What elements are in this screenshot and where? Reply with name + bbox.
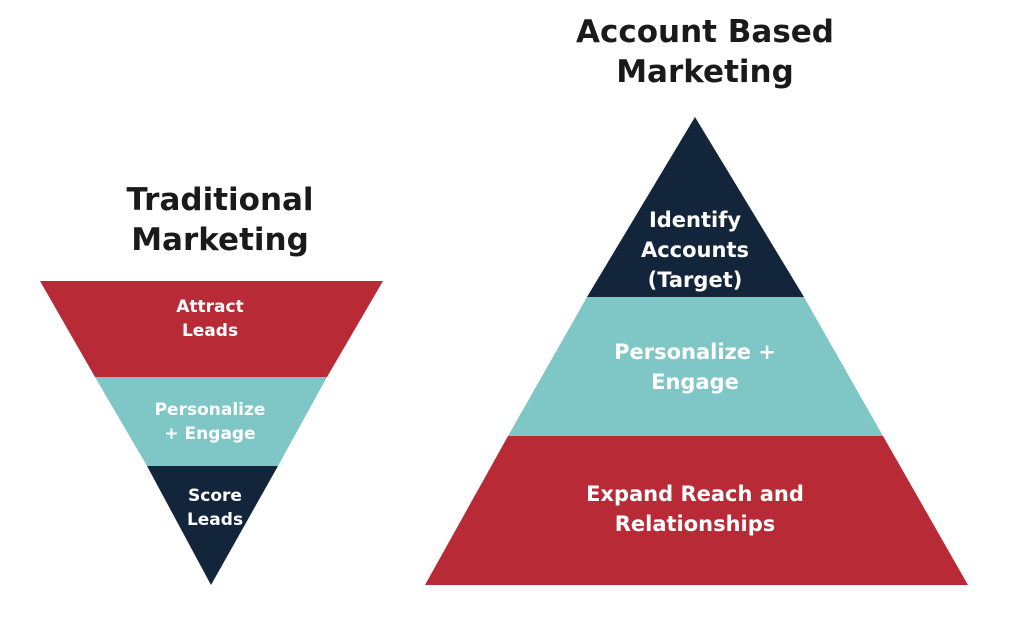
- label-line: Engage: [651, 370, 739, 394]
- funnel-label-personalize-engage: Personalize + Engage: [130, 398, 290, 446]
- funnel-label-score-leads: Score Leads: [160, 484, 270, 532]
- pyramid-segment-expand-reach: [425, 436, 968, 585]
- label-line: Personalize: [154, 400, 266, 420]
- label-line: Attract: [176, 297, 244, 317]
- pyramid-label-identify-accounts: Identify Accounts (Target): [605, 205, 785, 295]
- funnel-label-attract-leads: Attract Leads: [140, 295, 280, 343]
- pyramid-label-personalize-engage: Personalize + Engage: [565, 337, 825, 397]
- label-line: Leads: [181, 321, 239, 341]
- label-line: Leads: [186, 510, 244, 530]
- label-line: + Engage: [164, 424, 256, 444]
- pyramid-segment-identify-accounts: [587, 117, 804, 297]
- funnel-segment-score-leads: [147, 466, 278, 585]
- pyramid-segment-personalize-engage: [508, 297, 883, 436]
- funnel-segment-personalize-engage: [95, 377, 327, 466]
- label-line: (Target): [647, 268, 743, 292]
- title-line: Traditional: [126, 182, 314, 218]
- title-line: Marketing: [616, 54, 794, 90]
- label-line: Expand Reach and: [586, 482, 804, 506]
- label-line: Personalize +: [614, 340, 776, 364]
- label-line: Score: [188, 486, 242, 506]
- account-based-marketing-title: Account Based Marketing: [545, 12, 865, 92]
- traditional-funnel: [40, 281, 383, 585]
- pyramid-label-expand-reach: Expand Reach and Relationships: [545, 479, 845, 539]
- traditional-marketing-title: Traditional Marketing: [85, 180, 355, 260]
- label-line: Relationships: [614, 512, 776, 536]
- title-line: Account Based: [575, 14, 834, 50]
- label-line: Accounts: [640, 238, 749, 262]
- label-line: Identify: [648, 208, 742, 232]
- title-line: Marketing: [131, 222, 309, 258]
- abm-pyramid: [425, 117, 968, 585]
- funnel-segment-attract-leads: [40, 281, 383, 377]
